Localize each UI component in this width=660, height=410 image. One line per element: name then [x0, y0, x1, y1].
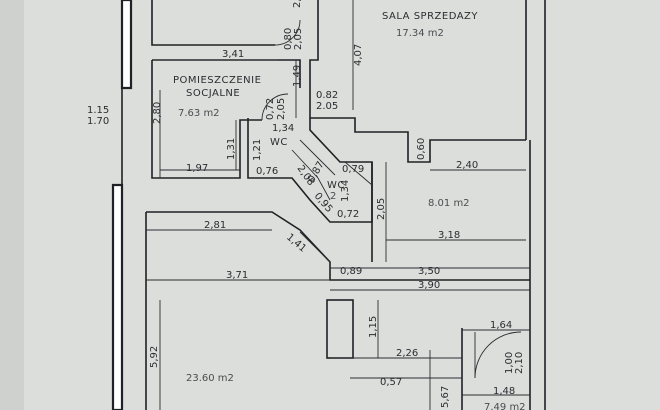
room-area-wc2: 2 — [330, 191, 336, 202]
dim-115: 1,15 — [368, 316, 379, 338]
dim-134: 1,34 — [272, 123, 294, 134]
bath-door-arc — [474, 331, 522, 379]
dimension-lines — [146, 0, 530, 410]
dim-079: 0,79 — [342, 164, 364, 175]
wc-door-arc — [274, 19, 301, 46]
wc1-wall — [247, 118, 373, 223]
room-area-sala: 17.34 m2 — [396, 28, 444, 39]
room-name-socjalne-2: SOCJALNE — [186, 88, 240, 99]
dim-240: 2,40 — [456, 160, 478, 171]
dim-080: 0,80 — [283, 28, 294, 50]
dim-089: 0,89 — [340, 266, 362, 277]
dim-371: 3,71 — [226, 270, 248, 281]
dim-149: 1,49 — [292, 65, 303, 87]
dim-280: 2,80 — [152, 102, 163, 124]
dim-390: 3,90 — [418, 280, 440, 291]
dim-076: 0,76 — [256, 166, 278, 177]
main-room-top-wall — [146, 211, 530, 281]
dim-072b: 0,72 — [337, 209, 359, 220]
dim-205d: 2,05 — [376, 198, 387, 220]
dim-134b: 1,34 — [340, 180, 351, 202]
dim-115-left: 1.15 — [87, 105, 109, 116]
wc-diagonal-2 — [299, 139, 336, 176]
dim-407: 4,07 — [353, 44, 364, 66]
room-area-hall: 8.01 m2 — [428, 198, 470, 209]
dim-148: 1,48 — [493, 386, 515, 397]
dim-082: 0.82 — [316, 90, 338, 101]
dim-567: 5,67 — [440, 386, 451, 408]
hall-diagonal — [344, 161, 373, 186]
dim-205c: 2,05 — [276, 98, 287, 120]
dim-205b: 2.05 — [316, 101, 338, 112]
partition-sala-bottom — [309, 110, 526, 163]
outer-wall — [120, 0, 133, 90]
dim-121: 1,21 — [252, 139, 263, 161]
dim-341: 3,41 — [222, 49, 244, 60]
room-name-wc1: WC — [270, 137, 288, 148]
wc-diagonal-1 — [291, 149, 331, 201]
dim-210: 2,10 — [514, 352, 525, 374]
paper-edge-shadow — [0, 0, 24, 410]
main-room-door — [299, 231, 331, 263]
dim-170-left: 1.70 — [87, 116, 109, 127]
dim-072: 0,72 — [265, 98, 276, 120]
dimension-labels: 3,41 0,80 2,05 2, 4,07 1,49 2,80 0.82 2.… — [87, 0, 525, 408]
dim-2-top: 2, — [292, 0, 303, 8]
left-wall-lower — [111, 183, 124, 410]
dim-100: 1,00 — [504, 352, 515, 374]
dim-281: 2,81 — [204, 220, 226, 231]
partition-sala-left — [309, 0, 319, 110]
dim-057: 0,57 — [380, 377, 402, 388]
dim-350: 3,50 — [418, 266, 440, 277]
room-name-sala: SALA SPRZEDAZY — [382, 11, 478, 22]
room-area-bottom: 7.49 m2 — [484, 402, 526, 410]
room-area-main: 23.60 m2 — [186, 373, 234, 384]
room-area-socjalne: 7.63 m2 — [178, 108, 220, 119]
room-name-socjalne-1: POMIESZCZENIE — [173, 75, 261, 86]
dim-318: 3,18 — [438, 230, 460, 241]
dim-060: 0,60 — [416, 138, 427, 160]
dim-226: 2,26 — [396, 348, 418, 359]
socjalne-door-arc — [261, 93, 289, 121]
dim-205a: 2,05 — [293, 28, 304, 50]
top-left-room-wall — [151, 0, 275, 46]
dim-197: 1,97 — [186, 163, 208, 174]
dim-164: 1,64 — [490, 320, 512, 331]
dim-131: 1,31 — [226, 138, 237, 160]
room-name-wc2: WC — [327, 180, 345, 191]
dim-592: 5,92 — [149, 346, 160, 368]
